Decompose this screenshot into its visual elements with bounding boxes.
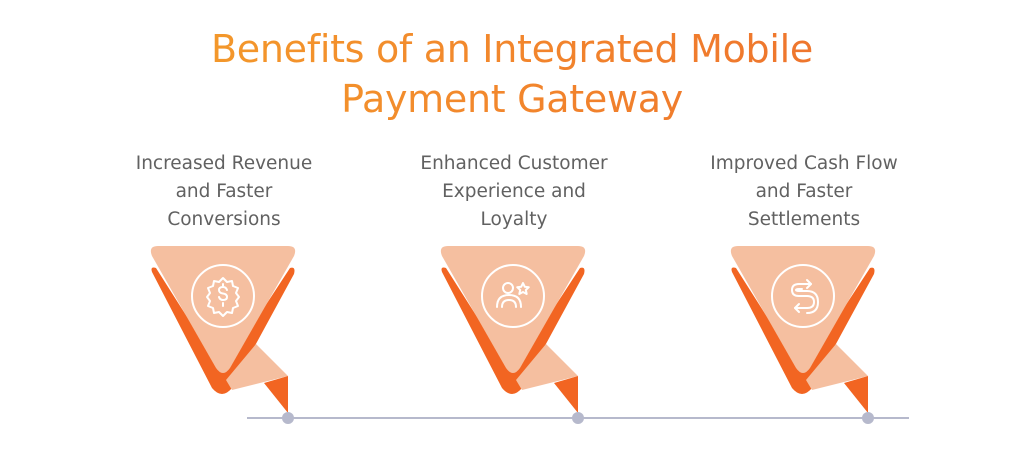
benefit-label-line: Improved Cash Flow xyxy=(710,153,898,174)
benefit-label-line: and Faster xyxy=(175,181,273,202)
benefit-label-line: Enhanced Customer xyxy=(420,153,608,174)
benefit-label-customer: Enhanced Customer Experience and Loyalty xyxy=(384,150,644,234)
benefit-marker-customer xyxy=(439,245,587,424)
benefit-marker-revenue xyxy=(149,245,297,424)
benefit-label-line: Settlements xyxy=(747,209,861,230)
benefit-label-line: Increased Revenue xyxy=(135,153,313,174)
benefit-label-line: Experience and xyxy=(442,181,586,202)
timeline-dot xyxy=(862,412,874,424)
timeline-dot xyxy=(572,412,584,424)
benefit-label-cashflow: Improved Cash Flow and Faster Settlement… xyxy=(674,150,934,234)
user-star-icon xyxy=(496,282,530,308)
benefit-label-revenue: Increased Revenue and Faster Conversions xyxy=(94,150,354,234)
benefit-label-line: and Faster xyxy=(755,181,853,202)
benefit-label-line: Loyalty xyxy=(480,209,548,230)
timeline-dot xyxy=(282,412,294,424)
benefit-label-line: Conversions xyxy=(167,209,281,230)
dollar-badge-icon xyxy=(206,277,240,317)
benefit-marker-cashflow xyxy=(729,245,877,424)
dollar-exchange-icon xyxy=(791,279,819,314)
